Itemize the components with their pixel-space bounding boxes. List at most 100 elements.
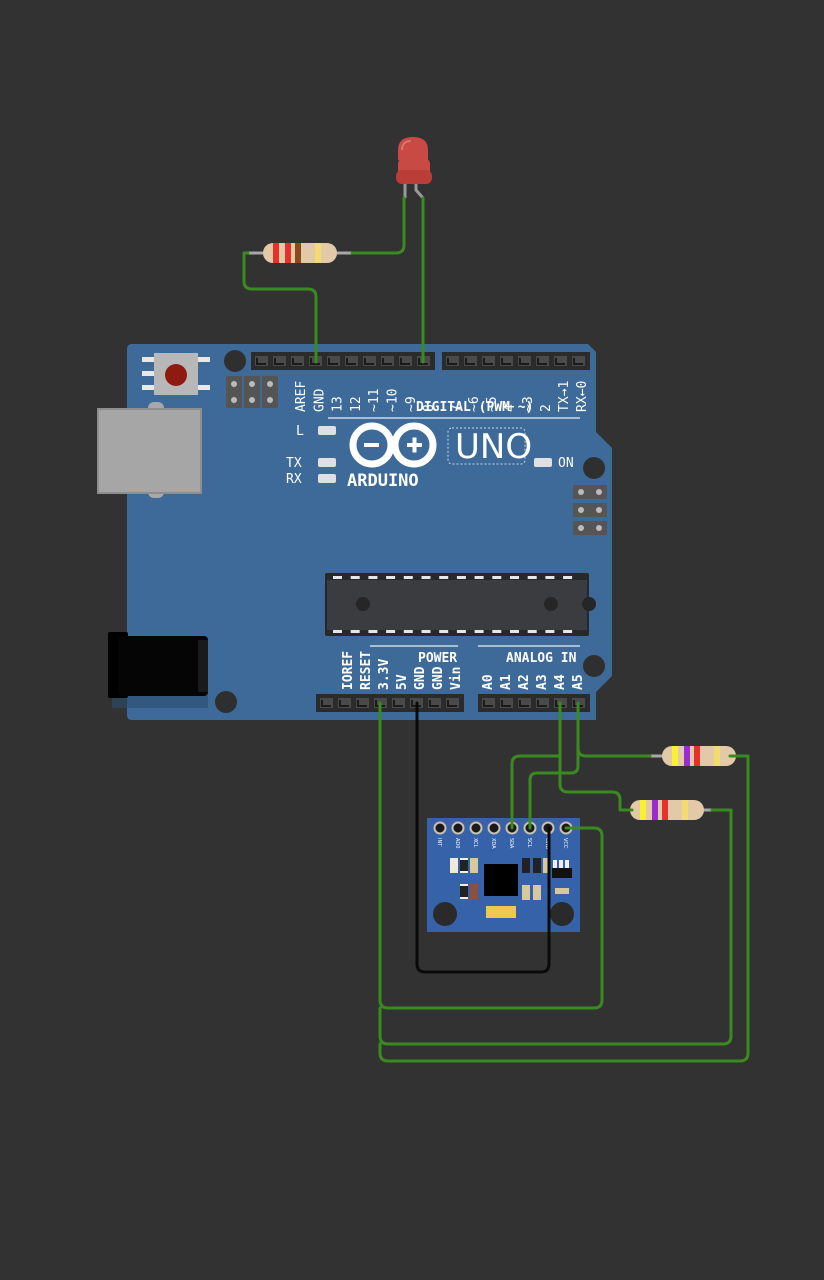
pin-label: ~10 <box>386 389 401 412</box>
led-tx-indicator <box>318 458 336 467</box>
analog-pin-socket[interactable] <box>518 698 531 708</box>
analog-pin-label: A5 <box>571 674 586 690</box>
power-pin-label: GND <box>413 666 428 690</box>
digital-pin-socket[interactable] <box>273 356 286 366</box>
wire-a4-to-r3[interactable] <box>558 754 634 812</box>
power-pin-socket[interactable] <box>428 698 441 708</box>
pin-label: 13 <box>331 396 346 412</box>
resistor-r2[interactable] <box>650 746 748 766</box>
dc-power-jack <box>108 632 208 708</box>
arduino-brand-text: ARDUINO <box>347 471 419 491</box>
digital-pin-socket[interactable] <box>500 356 513 366</box>
red-led[interactable] <box>396 137 432 199</box>
led-rx-indicator <box>318 474 336 483</box>
wire-3v3-to-r3[interactable] <box>378 808 733 1046</box>
resistor-band <box>694 746 700 766</box>
power-pin-label: Vin <box>449 667 464 690</box>
pin-label: 4 <box>503 404 518 412</box>
power-pin-socket[interactable] <box>320 698 333 708</box>
digital-pin-socket[interactable] <box>327 356 340 366</box>
sensor-pin-xda[interactable]: XDA <box>487 821 501 850</box>
reset-button[interactable] <box>142 353 210 395</box>
wire-3v3-to-r2[interactable] <box>378 754 750 1063</box>
digital-pin-socket[interactable] <box>363 356 376 366</box>
led-on-indicator <box>534 458 552 467</box>
power-header <box>316 694 464 712</box>
digital-pin-socket[interactable] <box>536 356 549 366</box>
power-pin-socket[interactable] <box>446 698 459 708</box>
uno-model-text: UNO <box>455 427 532 467</box>
digital-pin-socket[interactable] <box>381 356 394 366</box>
mounting-hole <box>583 457 605 479</box>
wire-a5-to-r2[interactable] <box>576 746 652 758</box>
on-label: ON <box>558 456 574 471</box>
digital-header-label: DIGITAL (PWM ~) <box>416 400 533 415</box>
digital-pin-socket[interactable] <box>446 356 459 366</box>
power-header-label: POWER <box>418 651 457 666</box>
wire-gnd-to-r1[interactable] <box>242 251 318 364</box>
led-l-indicator <box>318 426 336 435</box>
digital-pin-socket[interactable] <box>399 356 412 366</box>
wire-a5-to-scl[interactable] <box>528 701 580 830</box>
analog-pin-socket[interactable] <box>482 698 495 708</box>
sensor-pin-xcl[interactable]: XCL <box>469 821 483 848</box>
power-pin-socket[interactable] <box>356 698 369 708</box>
pin-label: 12 <box>349 396 364 412</box>
digital-pin-socket[interactable] <box>464 356 477 366</box>
digital-pin-socket[interactable] <box>255 356 268 366</box>
digital-pin-socket[interactable] <box>554 356 567 366</box>
resistor-band <box>672 746 678 766</box>
digital-pin-socket[interactable] <box>482 356 495 366</box>
resistor-band <box>285 243 291 263</box>
digital-pin-socket[interactable] <box>518 356 531 366</box>
resistor-band <box>684 746 690 766</box>
analog-pin-label: A0 <box>481 674 496 690</box>
sensor-pin-label: GND <box>544 838 550 850</box>
resistor-band <box>640 800 646 820</box>
analog-pin-label: A1 <box>499 674 514 690</box>
analog-pin-label: A2 <box>517 674 532 690</box>
pin-label: ~5 <box>485 396 500 412</box>
pin-label: GND <box>312 388 327 412</box>
sensor-pin-label: XDA <box>490 838 496 849</box>
pin-label: 8 <box>422 404 437 412</box>
resistor-band <box>662 800 668 820</box>
wire-gnd-to-sensor-gnd[interactable] <box>415 701 551 974</box>
power-pin-socket[interactable] <box>338 698 351 708</box>
arduino-logo-icon <box>349 422 437 468</box>
digital-header-right <box>442 352 590 370</box>
atmega-chip <box>325 573 596 636</box>
sensor-pin-label: SDA <box>508 838 514 849</box>
power-pin-label: RESET <box>359 651 374 690</box>
pin-label: 7 <box>449 404 464 412</box>
led-rx-label: RX <box>286 472 302 487</box>
power-pin-label: 5V <box>395 674 410 690</box>
sensor-pin-label: VCC <box>562 838 568 849</box>
pin-label: ~11 <box>367 389 382 412</box>
wire-a4-to-sda[interactable] <box>510 701 562 830</box>
analog-pin-label: A3 <box>535 674 550 690</box>
digital-pin-socket[interactable] <box>291 356 304 366</box>
power-pin-label: IOREF <box>341 651 356 690</box>
resistor-r1[interactable] <box>248 243 352 263</box>
sensor-pin-ad0[interactable]: AD0 <box>451 821 465 849</box>
pin-label: ~6 <box>467 396 482 412</box>
pin-label: RX←0 <box>575 381 590 412</box>
digital-pin-socket[interactable] <box>345 356 358 366</box>
sensor-pin-label: SCL <box>526 838 532 848</box>
digital-pin-socket[interactable] <box>572 356 585 366</box>
sensor-pin-label: XCL <box>472 838 478 848</box>
sensor-pin-int[interactable]: INT <box>433 821 447 848</box>
analog-pin-socket[interactable] <box>536 698 549 708</box>
led-l-label: L <box>296 424 304 439</box>
analog-pin-socket[interactable] <box>500 698 513 708</box>
wire-3v3-to-vcc[interactable] <box>378 701 604 1010</box>
wire-r1-to-led[interactable] <box>350 196 406 255</box>
resistor-r3[interactable] <box>620 800 714 820</box>
power-pin-socket[interactable] <box>392 698 405 708</box>
pin-label: AREF <box>294 381 309 412</box>
icsp-header-right <box>573 485 607 535</box>
